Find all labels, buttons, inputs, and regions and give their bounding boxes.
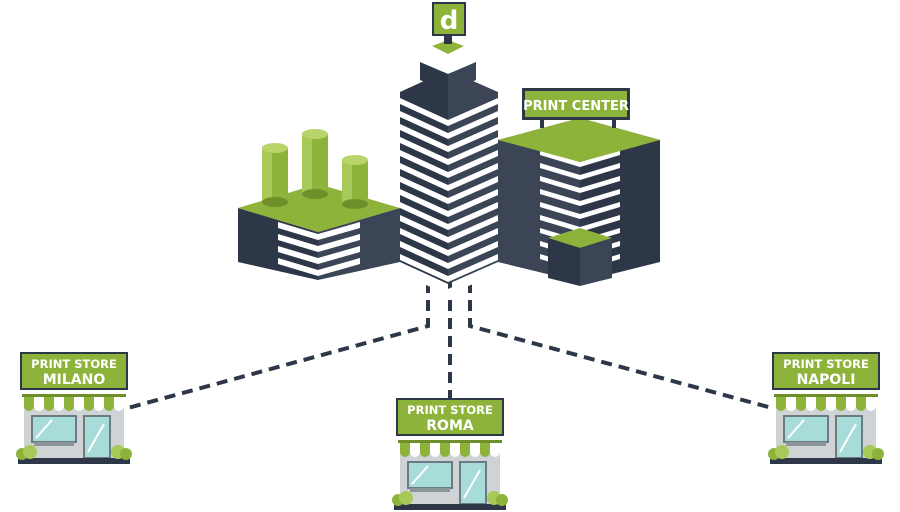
tower-stripe xyxy=(448,228,498,256)
tower-stripe xyxy=(448,241,498,269)
tower-stripe xyxy=(400,124,448,152)
building-stripe xyxy=(540,176,580,193)
building-stripe xyxy=(580,163,620,180)
store-sign-line1: PRINT STORE xyxy=(783,357,869,371)
print-center-sign: PRINT CENTER xyxy=(522,88,630,120)
tower-stripe xyxy=(400,163,448,191)
building-stripe xyxy=(580,150,620,167)
building-stripe xyxy=(580,176,620,193)
tower-stripe xyxy=(448,150,498,178)
cylinders xyxy=(262,129,368,209)
tower-stripe xyxy=(448,98,498,126)
building-stripe xyxy=(540,163,580,180)
store-sign-city: NAPOLI xyxy=(797,372,856,388)
building-stripe xyxy=(580,202,620,219)
connection-line-napoli xyxy=(468,282,773,410)
tower-stripe xyxy=(448,254,498,282)
tower-stripe xyxy=(448,163,498,191)
tower-stripe xyxy=(400,241,448,269)
building-stripe xyxy=(580,189,620,206)
building-stripe xyxy=(540,215,580,232)
tower-stripe xyxy=(448,176,498,204)
building-stripe xyxy=(540,150,580,167)
store-sidewalk xyxy=(18,458,130,464)
building-print-center: PRINT CENTER xyxy=(498,88,660,286)
store-sign-line1: PRINT STORE xyxy=(31,357,117,371)
connection-lines xyxy=(127,282,773,410)
tower-stripe xyxy=(448,202,498,230)
tower-stripe xyxy=(400,189,448,217)
tower-stripe xyxy=(400,98,448,126)
tower-stripe xyxy=(400,215,448,243)
store-sidewalk xyxy=(770,458,882,464)
tower-stripe xyxy=(400,202,448,230)
tower-stripe xyxy=(448,111,498,139)
tower-stripe xyxy=(400,176,448,204)
tower-stripe xyxy=(448,267,498,295)
connection-line-milano xyxy=(127,282,430,410)
tower-stripe xyxy=(400,267,448,295)
store-sign-city: ROMA xyxy=(426,418,474,434)
building-left xyxy=(238,129,400,280)
logo-letter: d xyxy=(440,6,459,36)
tower-stripe xyxy=(400,254,448,282)
tower-stripe xyxy=(400,137,448,165)
tower-stripe xyxy=(448,189,498,217)
store-window xyxy=(407,461,453,489)
store-window xyxy=(783,415,829,443)
tower-stripe xyxy=(400,150,448,178)
company-logo: d xyxy=(432,2,466,36)
tower-stripe xyxy=(400,228,448,256)
store-window xyxy=(31,415,77,443)
print-center-label: PRINT CENTER xyxy=(523,99,629,114)
building-stripe xyxy=(540,202,580,219)
tower-stripe xyxy=(400,111,448,139)
store-sign-city: MILANO xyxy=(43,372,106,388)
store-sidewalk xyxy=(394,504,506,510)
store-sign-line1: PRINT STORE xyxy=(407,403,493,417)
building-stripe xyxy=(580,215,620,232)
building-stripe xyxy=(540,189,580,206)
tower-stripe xyxy=(448,124,498,152)
tower-stripe xyxy=(448,215,498,243)
central-tower: d xyxy=(400,2,498,295)
tower-stripe xyxy=(448,137,498,165)
